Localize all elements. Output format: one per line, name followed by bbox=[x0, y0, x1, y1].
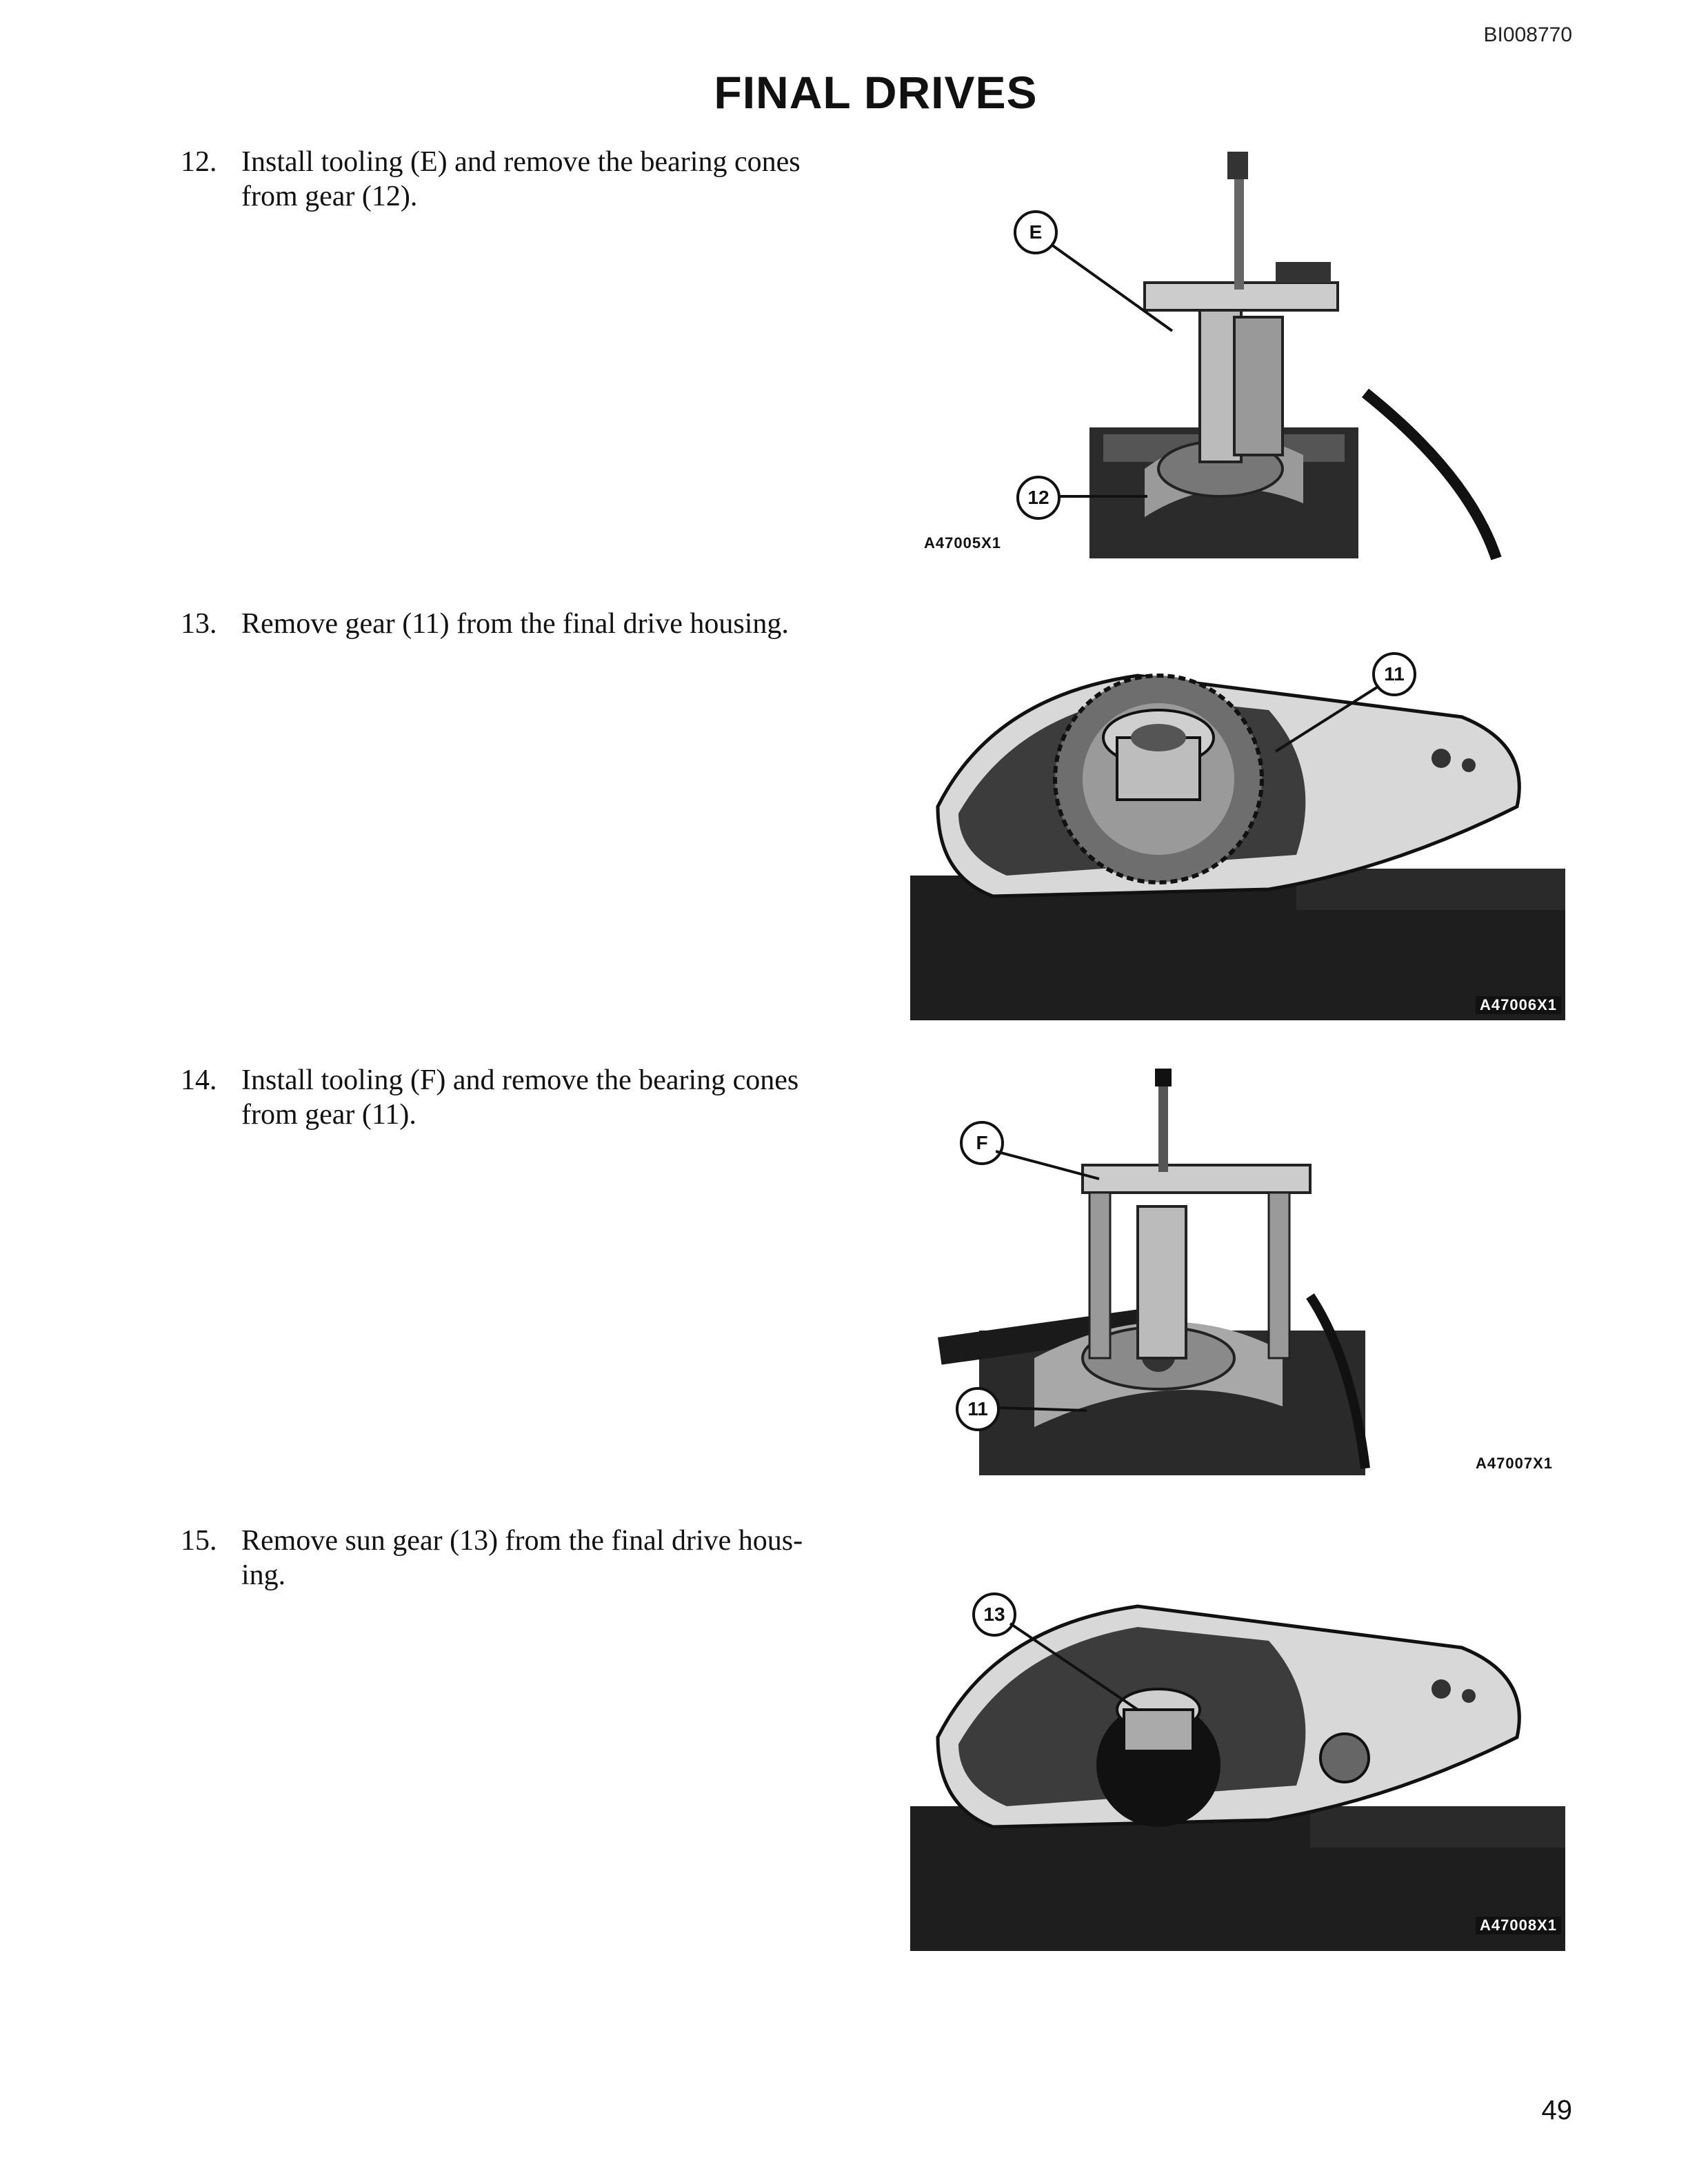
figure-id: A47008X1 bbox=[1476, 1917, 1561, 1934]
figure-tooling-e-gear-12: E 12 A47005X1 bbox=[917, 145, 1538, 565]
document-id: BI008770 bbox=[1483, 23, 1572, 46]
callout-11: 11 bbox=[956, 1387, 1000, 1431]
step-number: 12. bbox=[181, 146, 217, 178]
callout-13: 13 bbox=[972, 1593, 1016, 1637]
housing-sun-gear-illustration bbox=[910, 1604, 1565, 1951]
press-tool-illustration bbox=[1089, 152, 1502, 560]
step-15: 15. Remove sun gear (13) from the final d… bbox=[181, 1524, 843, 1593]
page-title: FINAL DRIVES bbox=[714, 67, 1038, 118]
leader-line bbox=[996, 1150, 1100, 1180]
callout-e: E bbox=[1014, 210, 1058, 254]
step-number: 13. bbox=[181, 608, 217, 640]
step-text-line2: from gear (11). bbox=[241, 1099, 416, 1131]
leader-line bbox=[997, 1406, 1087, 1412]
figure-gear-11-housing: 11 A47006X1 bbox=[910, 648, 1565, 1020]
step-text-line2: ing. bbox=[241, 1559, 286, 1591]
figure-id: A47007X1 bbox=[1476, 1455, 1553, 1472]
leader-line bbox=[1009, 1622, 1139, 1711]
figure-id: A47005X1 bbox=[924, 534, 1001, 552]
step-13: 13. Remove gear (11) from the final drive… bbox=[181, 607, 843, 641]
step-text-line1: Install tooling (E) and remove the beari… bbox=[241, 146, 801, 178]
housing-gear-illustration bbox=[910, 674, 1565, 1020]
press-tool-illustration bbox=[938, 1069, 1370, 1475]
figure-sun-gear-13-housing: 13 A47008X1 bbox=[910, 1579, 1565, 1951]
step-12: 12. Install tooling (E) and remove the be… bbox=[181, 145, 843, 214]
step-text-line2: from gear (12). bbox=[241, 181, 418, 212]
step-14: 14. Install tooling (F) and remove the be… bbox=[181, 1063, 843, 1132]
callout-12: 12 bbox=[1016, 476, 1061, 520]
step-number: 15. bbox=[181, 1525, 217, 1557]
step-text-line1: Remove gear (11) from the final drive ho… bbox=[241, 608, 789, 640]
step-number: 14. bbox=[181, 1064, 217, 1096]
figure-tooling-f-gear-11: F 11 A47007X1 bbox=[924, 1069, 1579, 1482]
step-text-line1: Remove sun gear (13) from the final driv… bbox=[241, 1525, 803, 1557]
step-text-line1: Install tooling (F) and remove the beari… bbox=[241, 1064, 799, 1096]
callout-f: F bbox=[960, 1121, 1004, 1165]
figure-id: A47006X1 bbox=[1476, 996, 1561, 1014]
page-number: 49 bbox=[1541, 2095, 1573, 2125]
leader-line bbox=[1274, 685, 1380, 753]
leader-line bbox=[1058, 495, 1147, 498]
leader-line bbox=[1050, 243, 1174, 332]
callout-11: 11 bbox=[1372, 652, 1416, 696]
